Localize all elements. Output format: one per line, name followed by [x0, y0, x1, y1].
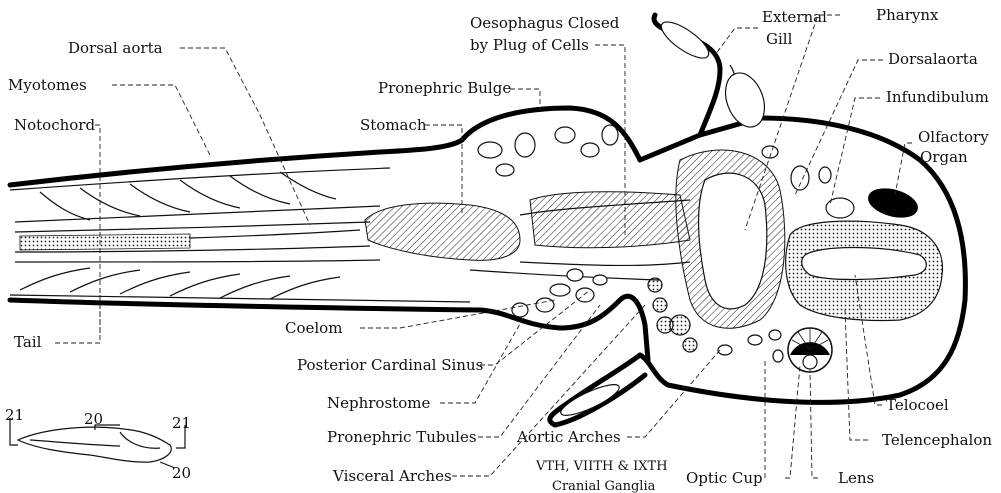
label-posterior-cardinal-sinus: Posterior Cardinal Sinus	[297, 356, 483, 374]
label-visceral-arches: Visceral Arches	[332, 467, 452, 485]
label-telocoel: Telocoel	[886, 396, 949, 414]
label-tail: Tail	[14, 333, 42, 351]
label-optic-cup: Optic Cup	[686, 469, 763, 487]
label-olfactory-line1: Olfactory	[918, 128, 989, 146]
label-lens: Lens	[838, 469, 874, 487]
inset-label-20-bottom: 20	[172, 464, 191, 482]
label-notochord: Notochord	[14, 116, 95, 134]
oesophagus-plug	[530, 192, 690, 248]
stomach	[365, 203, 520, 260]
label-oesophagus-line1: Oesophagus Closed	[470, 14, 620, 32]
label-cranial-ganglia-line2: Cranial Ganglia	[552, 479, 656, 493]
label-oesophagus-line2: by Plug of Cells	[470, 36, 589, 54]
jaw-flap	[550, 355, 645, 425]
label-telencephalon: Telencephalon	[882, 431, 992, 449]
label-pronephric-tubules: Pronephric Tubules	[327, 428, 477, 446]
label-dorsalaorta-right: Dorsalaorta	[888, 50, 978, 68]
pronephric-bulge-cells	[478, 125, 618, 176]
label-coelom: Coelom	[285, 319, 342, 337]
label-olfactory-line2: Organ	[920, 148, 968, 166]
label-infundibulum: Infundibulum	[886, 88, 989, 106]
external-gill	[654, 15, 771, 135]
eye	[788, 328, 832, 372]
label-nephrostome: Nephrostome	[327, 394, 430, 412]
inset-label-21-right: 21	[172, 414, 191, 432]
lens	[803, 355, 817, 369]
notochord	[15, 222, 370, 252]
inset-label-20-top: 20	[84, 410, 103, 428]
cranial-ganglia	[718, 330, 783, 362]
label-dorsal-aorta-left: Dorsal aorta	[68, 39, 163, 57]
myotomes-ventral	[15, 260, 380, 299]
olfactory-organ	[865, 184, 920, 222]
label-pharynx: Pharynx	[876, 6, 939, 24]
label-myotomes: Myotomes	[8, 76, 87, 94]
label-stomach: Stomach	[360, 116, 427, 134]
label-external-gill-line2: Gill	[766, 30, 793, 48]
pharynx-cavity	[699, 173, 767, 309]
telocoel	[802, 248, 927, 280]
label-aortic-arches: Aortic Arches	[516, 428, 621, 446]
inset-label-21-left: 21	[5, 406, 24, 424]
label-cranial-ganglia-line1: VTH, VIITH & IXTH	[535, 459, 668, 474]
label-external-gill-line1: External	[762, 8, 827, 26]
label-pronephric-bulge: Pronephric Bulge	[378, 79, 511, 97]
